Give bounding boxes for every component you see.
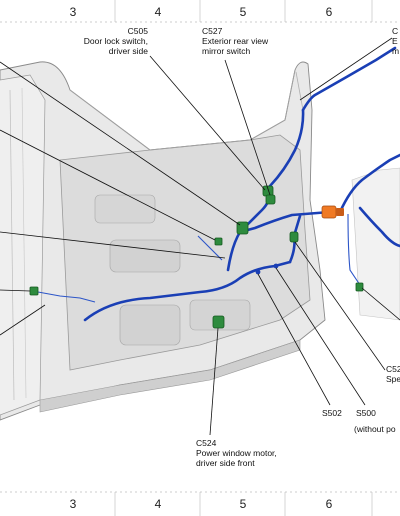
orange-connector bbox=[321, 205, 344, 219]
s502-id: S502 bbox=[322, 408, 342, 418]
connector-c505 bbox=[262, 185, 274, 197]
door-panel bbox=[0, 61, 326, 421]
splice-s500 bbox=[273, 263, 279, 269]
grid-band-bottom: 3 4 5 6 bbox=[0, 491, 400, 516]
connectors bbox=[29, 185, 364, 329]
splice-s502 bbox=[255, 269, 261, 275]
connector-speaker bbox=[355, 282, 364, 292]
grid-label-bottom: 4 bbox=[155, 497, 162, 511]
c-top-right-id: C bbox=[392, 26, 398, 36]
grid-label-bottom: 6 bbox=[326, 497, 333, 511]
c-top-right-desc-2: m bbox=[392, 46, 399, 56]
connector-small bbox=[214, 237, 223, 246]
c524-id: C524 bbox=[196, 438, 217, 448]
c52-id: C52 bbox=[386, 364, 400, 374]
callout-c524: C524 Power window motor, driver side fro… bbox=[196, 438, 277, 468]
splices bbox=[255, 263, 279, 275]
c527-id: C527 bbox=[202, 26, 223, 36]
c505-desc-1: Door lock switch, bbox=[84, 36, 148, 46]
grid-band-top: 3 4 5 6 bbox=[0, 0, 400, 23]
connector-far-left bbox=[29, 286, 39, 296]
grid-label-bottom: 5 bbox=[240, 497, 247, 511]
grid-label-top: 5 bbox=[240, 5, 247, 19]
callout-c505: C505 Door lock switch, driver side bbox=[84, 26, 149, 56]
c52-desc-1: Spe bbox=[386, 374, 400, 384]
c505-id: C505 bbox=[128, 26, 149, 36]
callout-c-top-right: C E m bbox=[392, 26, 399, 56]
c527-desc-1: Exterior rear view bbox=[202, 36, 269, 46]
connector-c527 bbox=[265, 194, 276, 205]
grid-label-top: 3 bbox=[70, 5, 77, 19]
c527-desc-2: mirror switch bbox=[202, 46, 250, 56]
connector-right-mid bbox=[289, 231, 299, 243]
callout-c527: C527 Exterior rear view mirror switch bbox=[202, 26, 269, 56]
callout-c52-right: C52 Spe bbox=[386, 364, 400, 384]
grid-label-top: 4 bbox=[155, 5, 162, 19]
s500-id: S500 bbox=[356, 408, 376, 418]
c524-desc-2: driver side front bbox=[196, 458, 255, 468]
grid-label-bottom: 3 bbox=[70, 497, 77, 511]
callout-s500: S500 (without po bbox=[354, 408, 396, 434]
leader-lines bbox=[0, 37, 400, 436]
connector-c524 bbox=[212, 315, 225, 329]
c-top-right-desc-1: E bbox=[392, 36, 398, 46]
grid-label-top: 6 bbox=[326, 5, 333, 19]
c505-desc-2: driver side bbox=[109, 46, 148, 56]
callout-s502: S502 bbox=[322, 408, 342, 418]
s500-desc-1: (without po bbox=[354, 424, 396, 434]
c524-desc-1: Power window motor, bbox=[196, 448, 277, 458]
